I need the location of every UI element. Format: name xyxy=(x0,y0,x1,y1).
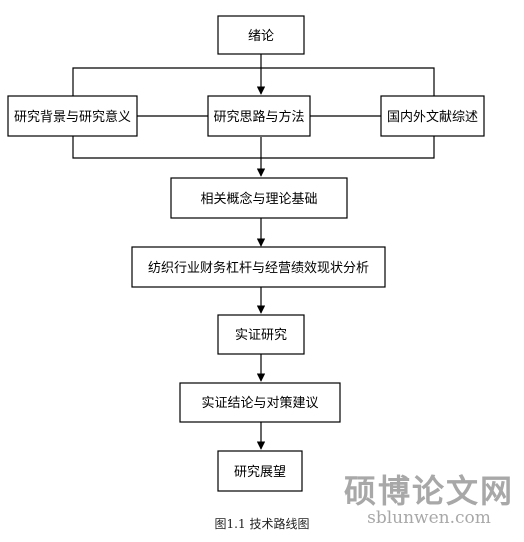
node-outlook: 研究展望 xyxy=(217,450,303,492)
watermark-text: 硕博论文网 xyxy=(343,472,514,510)
node-intro-label: 绪论 xyxy=(248,29,274,44)
node-theory: 相关概念与理论基础 xyxy=(170,177,348,219)
figure-caption: 图1.1 技术路线图 xyxy=(214,517,310,531)
node-empirical-label: 实证研究 xyxy=(235,328,287,343)
node-background: 研究背景与研究意义 xyxy=(7,95,138,137)
node-empirical: 实证研究 xyxy=(217,314,305,355)
node-analysis: 纺织行业财务杠杆与经营绩效现状分析 xyxy=(131,246,386,288)
node-theory-label: 相关概念与理论基础 xyxy=(200,191,317,207)
watermark: 硕博论文网 sblunwen.com xyxy=(344,466,514,528)
node-approach: 研究思路与方法 xyxy=(207,95,311,137)
node-literature-label: 国内外文献综述 xyxy=(387,109,478,125)
node-intro: 绪论 xyxy=(217,15,305,55)
node-background-label: 研究背景与研究意义 xyxy=(14,109,131,125)
watermark-url: sblunwen.com xyxy=(367,508,491,528)
node-analysis-label: 纺织行业财务杠杆与经营绩效现状分析 xyxy=(148,260,369,276)
node-literature: 国内外文献综述 xyxy=(380,95,485,137)
edges xyxy=(72,54,435,450)
node-outlook-label: 研究展望 xyxy=(234,464,286,480)
node-approach-label: 研究思路与方法 xyxy=(213,109,304,125)
bracket-bottom xyxy=(72,136,435,159)
node-conclusion-label: 实证结论与对策建议 xyxy=(201,395,318,411)
bracket-top xyxy=(72,67,435,96)
node-conclusion: 实证结论与对策建议 xyxy=(179,382,341,423)
